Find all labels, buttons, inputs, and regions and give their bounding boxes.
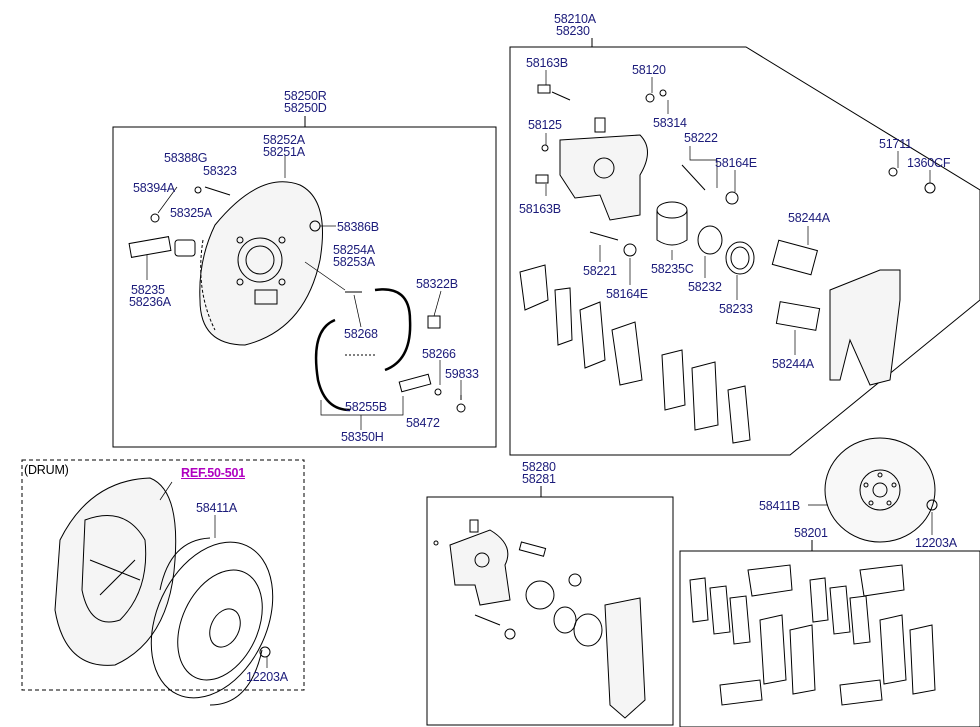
leader-lines-drum	[159, 481, 268, 668]
part-label-58235C[interactable]: 58235C	[651, 262, 694, 276]
part-label-51711[interactable]: 51711	[879, 137, 912, 151]
group-label-58280[interactable]: 58280	[522, 460, 556, 474]
group-label-58250D[interactable]: 58250D	[284, 101, 327, 115]
part-label-58266[interactable]: 58266	[422, 347, 456, 361]
part-label-59833[interactable]: 59833	[445, 367, 479, 381]
part-label-58253A[interactable]: 58253A	[333, 255, 375, 269]
backing-plate-icon	[199, 181, 323, 346]
part-label-58125[interactable]: 58125	[528, 118, 562, 132]
part-label-58350H[interactable]: 58350H	[341, 430, 384, 444]
group-label-58210A[interactable]: 58210A	[554, 12, 596, 26]
part-label-58252A[interactable]: 58252A	[263, 133, 305, 147]
part-label-58251A[interactable]: 58251A	[263, 145, 305, 159]
group-frame-drum	[21, 459, 305, 691]
part-label-58163B-top[interactable]: 58163B	[526, 56, 568, 70]
drum-group-title: (DRUM)	[24, 463, 69, 477]
caliper-bracket-icon	[771, 239, 901, 386]
adjuster-icon	[398, 373, 442, 396]
group-label-58250R[interactable]: 58250R	[284, 89, 327, 103]
part-label-58163B-bottom[interactable]: 58163B	[519, 202, 561, 216]
part-label-12203A-rotor[interactable]: 12203A	[915, 536, 957, 550]
part-label-58314[interactable]: 58314	[653, 116, 687, 130]
leader-lines-group2	[545, 70, 931, 355]
part-label-12203A-drum[interactable]: 12203A	[246, 670, 288, 684]
part-label-58322B[interactable]: 58322B	[416, 277, 458, 291]
pad-kit-icon	[689, 564, 936, 706]
part-label-58235[interactable]: 58235	[131, 283, 165, 297]
group-label-58281[interactable]: 58281	[522, 472, 556, 486]
part-label-58120[interactable]: 58120	[632, 63, 666, 77]
part-label-58268[interactable]: 58268	[344, 327, 378, 341]
piston-and-seals-icon	[589, 164, 755, 275]
brake-shoe-icon	[314, 288, 412, 412]
rear-caliper-icon	[433, 519, 646, 719]
leader-lines-rotor	[808, 504, 933, 535]
part-label-1360CF[interactable]: 1360CF	[907, 156, 951, 170]
part-label-58222[interactable]: 58222	[684, 131, 718, 145]
small-parts-icons	[128, 186, 466, 413]
leader-lines-group1	[146, 155, 462, 430]
part-label-58411A[interactable]: 58411A	[196, 501, 237, 515]
part-label-58232[interactable]: 58232	[688, 280, 722, 294]
part-label-58411B[interactable]: 58411B	[759, 499, 800, 513]
part-label-58244A-bottom[interactable]: 58244A	[772, 357, 814, 371]
part-label-58233[interactable]: 58233	[719, 302, 753, 316]
part-label-58388G[interactable]: 58388G	[164, 151, 208, 165]
group-frame-58201	[679, 550, 980, 727]
part-label-58244A-top[interactable]: 58244A	[788, 211, 830, 225]
group-frame-58280	[426, 496, 674, 726]
brake-rotor-icon	[824, 437, 938, 543]
part-label-58472[interactable]: 58472	[406, 416, 440, 430]
part-label-58386B[interactable]: 58386B	[337, 220, 379, 234]
group-label-58230[interactable]: 58230	[556, 24, 590, 38]
brake-pads-icon	[519, 264, 751, 444]
part-label-58221[interactable]: 58221	[583, 264, 617, 278]
reference-link-50-501[interactable]: REF.50-501	[181, 466, 246, 480]
part-label-58201[interactable]: 58201	[794, 526, 828, 540]
part-label-58255B[interactable]: 58255B	[345, 400, 387, 414]
group-frame-58210	[509, 46, 980, 456]
part-label-58164E-top[interactable]: 58164E	[715, 156, 757, 170]
brake-drum-icon	[150, 537, 274, 706]
part-label-58164E-bottom[interactable]: 58164E	[606, 287, 648, 301]
part-label-58236A[interactable]: 58236A	[129, 295, 171, 309]
caliper-icon	[559, 117, 648, 221]
part-label-58394A[interactable]: 58394A	[133, 181, 175, 195]
part-label-58323[interactable]: 58323	[203, 164, 237, 178]
drum-backing-plate-icon	[54, 477, 177, 666]
part-label-58254A[interactable]: 58254A	[333, 243, 375, 257]
part-label-58325A[interactable]: 58325A	[170, 206, 212, 220]
